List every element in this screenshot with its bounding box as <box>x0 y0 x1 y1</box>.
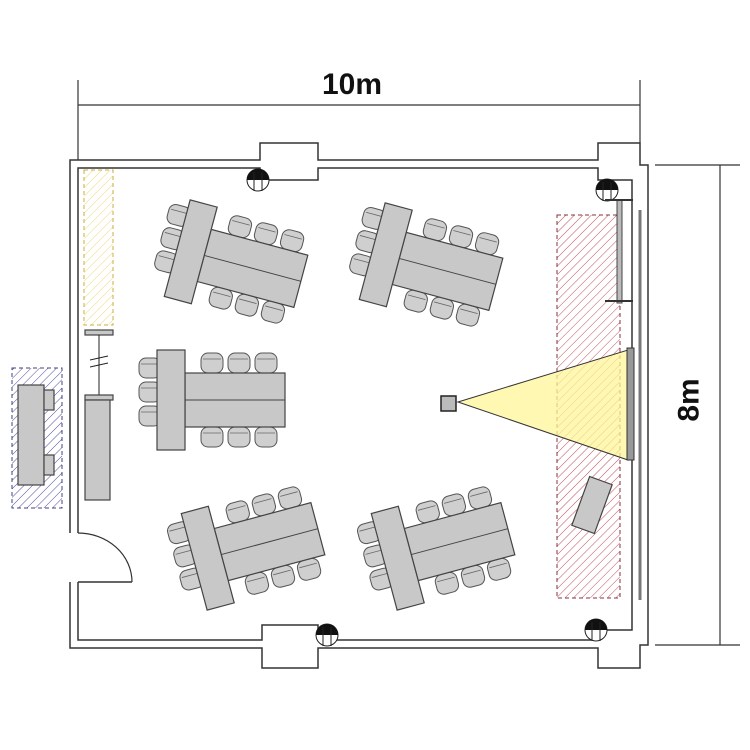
width-dimension-label: 10m <box>322 68 383 101</box>
storage-area <box>83 169 114 326</box>
sliding-partition <box>84 329 114 501</box>
column-light-icon <box>315 623 339 647</box>
outside-bench <box>17 384 55 486</box>
table-group-middle-left <box>139 350 285 450</box>
lectern <box>571 475 613 535</box>
height-dimension-line <box>655 164 740 646</box>
table-group-bottom-left <box>164 480 331 614</box>
whiteboard-rail <box>605 199 633 304</box>
column-light-icon <box>595 178 619 202</box>
table-group-top-left <box>147 195 314 329</box>
cabinet <box>84 399 111 501</box>
projection-screen <box>626 347 635 461</box>
projector-icon <box>440 395 457 412</box>
column-light-icon <box>246 168 270 192</box>
column-light-icon <box>584 618 608 642</box>
door-swing <box>77 532 133 583</box>
projection-beam <box>456 349 629 461</box>
table-group-bottom-right <box>354 480 521 614</box>
height-dimension-label: 8m <box>672 378 706 422</box>
table-group-top-right <box>342 198 509 332</box>
width-dimension-line <box>77 80 641 160</box>
